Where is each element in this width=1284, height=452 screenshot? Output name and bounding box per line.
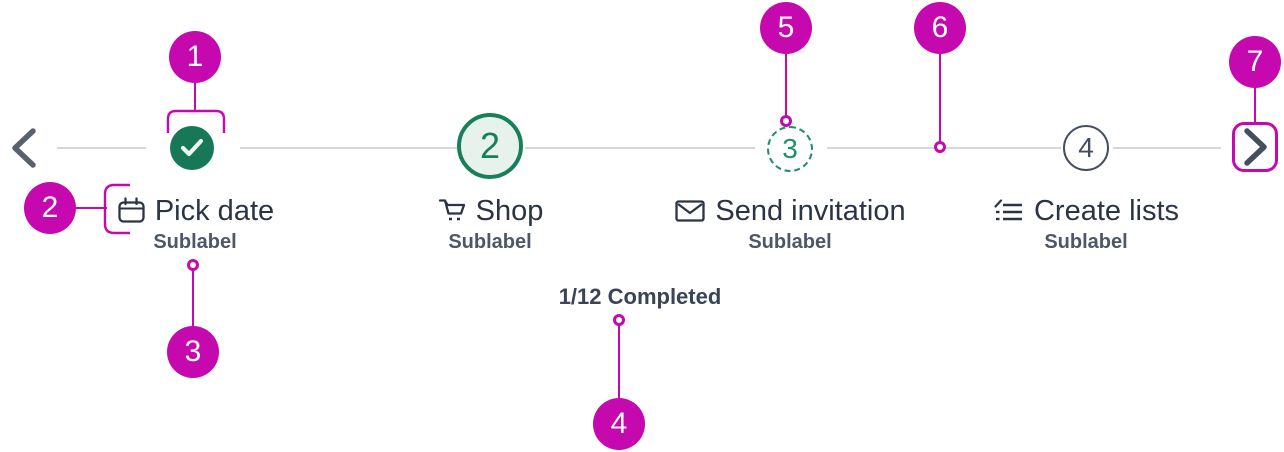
- annotation-dot-sublabel: [187, 259, 199, 271]
- step-number: 3: [782, 133, 798, 164]
- step-3-sublabel: Sublabel: [748, 231, 832, 253]
- connector-line: [525, 147, 755, 149]
- annotation-number: 3: [184, 335, 202, 368]
- step-number: 2: [479, 125, 501, 166]
- annotation-line-2: [76, 207, 107, 209]
- next-step-button[interactable]: [1232, 122, 1278, 172]
- annotation-badge-3: 3: [167, 326, 219, 378]
- annotation-badge-1: 1: [169, 31, 221, 83]
- annotation-number: 5: [777, 11, 795, 44]
- annotation-bracket-step-icon: [103, 183, 130, 235]
- cart-icon: [438, 199, 465, 221]
- chevron-left-icon: [12, 128, 36, 168]
- annotation-line-6: [939, 54, 941, 143]
- check-icon: [180, 138, 204, 157]
- annotation-number: 2: [41, 191, 59, 224]
- annotation-line-5: [785, 54, 787, 117]
- step-label-text: Pick date: [154, 194, 275, 227]
- step-label-text: Shop: [475, 194, 544, 227]
- step-4-label[interactable]: Create lists: [961, 192, 1211, 230]
- annotation-line-3: [192, 270, 194, 327]
- annotation-number: 6: [931, 11, 949, 44]
- annotation-number: 1: [186, 40, 204, 73]
- progress-text: 1/12 Completed: [558, 284, 722, 309]
- chevron-right-icon: [1244, 128, 1267, 166]
- annotation-number: 7: [1246, 45, 1264, 78]
- connector-line: [1113, 147, 1221, 149]
- annotation-bracket-step-indicator: [166, 109, 226, 133]
- annotation-line-1: [194, 83, 196, 110]
- step-1-sublabel: Sublabel: [153, 231, 237, 253]
- annotation-dot-step3: [780, 115, 792, 127]
- annotation-dot-progress: [613, 314, 625, 326]
- annotation-badge-7: 7: [1229, 36, 1281, 88]
- step-1-indicator-completed[interactable]: [170, 126, 214, 170]
- step-number: 4: [1078, 132, 1094, 163]
- annotation-badge-2: 2: [24, 182, 76, 234]
- annotation-number: 4: [610, 407, 628, 440]
- annotation-line-4: [618, 325, 620, 399]
- step-label-text: Create lists: [1033, 194, 1180, 227]
- step-2-label[interactable]: Shop: [390, 192, 590, 230]
- step-2-sublabel: Sublabel: [448, 231, 532, 253]
- annotation-badge-6: 6: [914, 2, 966, 54]
- step-4-indicator[interactable]: 4: [1063, 125, 1109, 171]
- step-2-indicator-active[interactable]: 2: [457, 113, 523, 179]
- step-4-sublabel: Sublabel: [1044, 231, 1128, 253]
- step-3-indicator[interactable]: 3: [767, 126, 813, 172]
- step-1-label[interactable]: Pick date: [95, 192, 295, 230]
- annotation-dot-connector: [934, 141, 946, 153]
- calendar-icon: [118, 197, 145, 223]
- envelope-icon: [675, 200, 706, 222]
- step-label-text: Send invitation: [715, 194, 906, 227]
- annotation-badge-4: 4: [593, 398, 645, 450]
- annotation-badge-5: 5: [760, 2, 812, 54]
- step-3-label[interactable]: Send invitation: [640, 192, 940, 230]
- connector-line: [240, 147, 457, 149]
- connector-line: [57, 147, 146, 149]
- list-icon: [994, 199, 1022, 221]
- annotation-line-7: [1254, 88, 1256, 122]
- previous-step-button[interactable]: [8, 126, 38, 170]
